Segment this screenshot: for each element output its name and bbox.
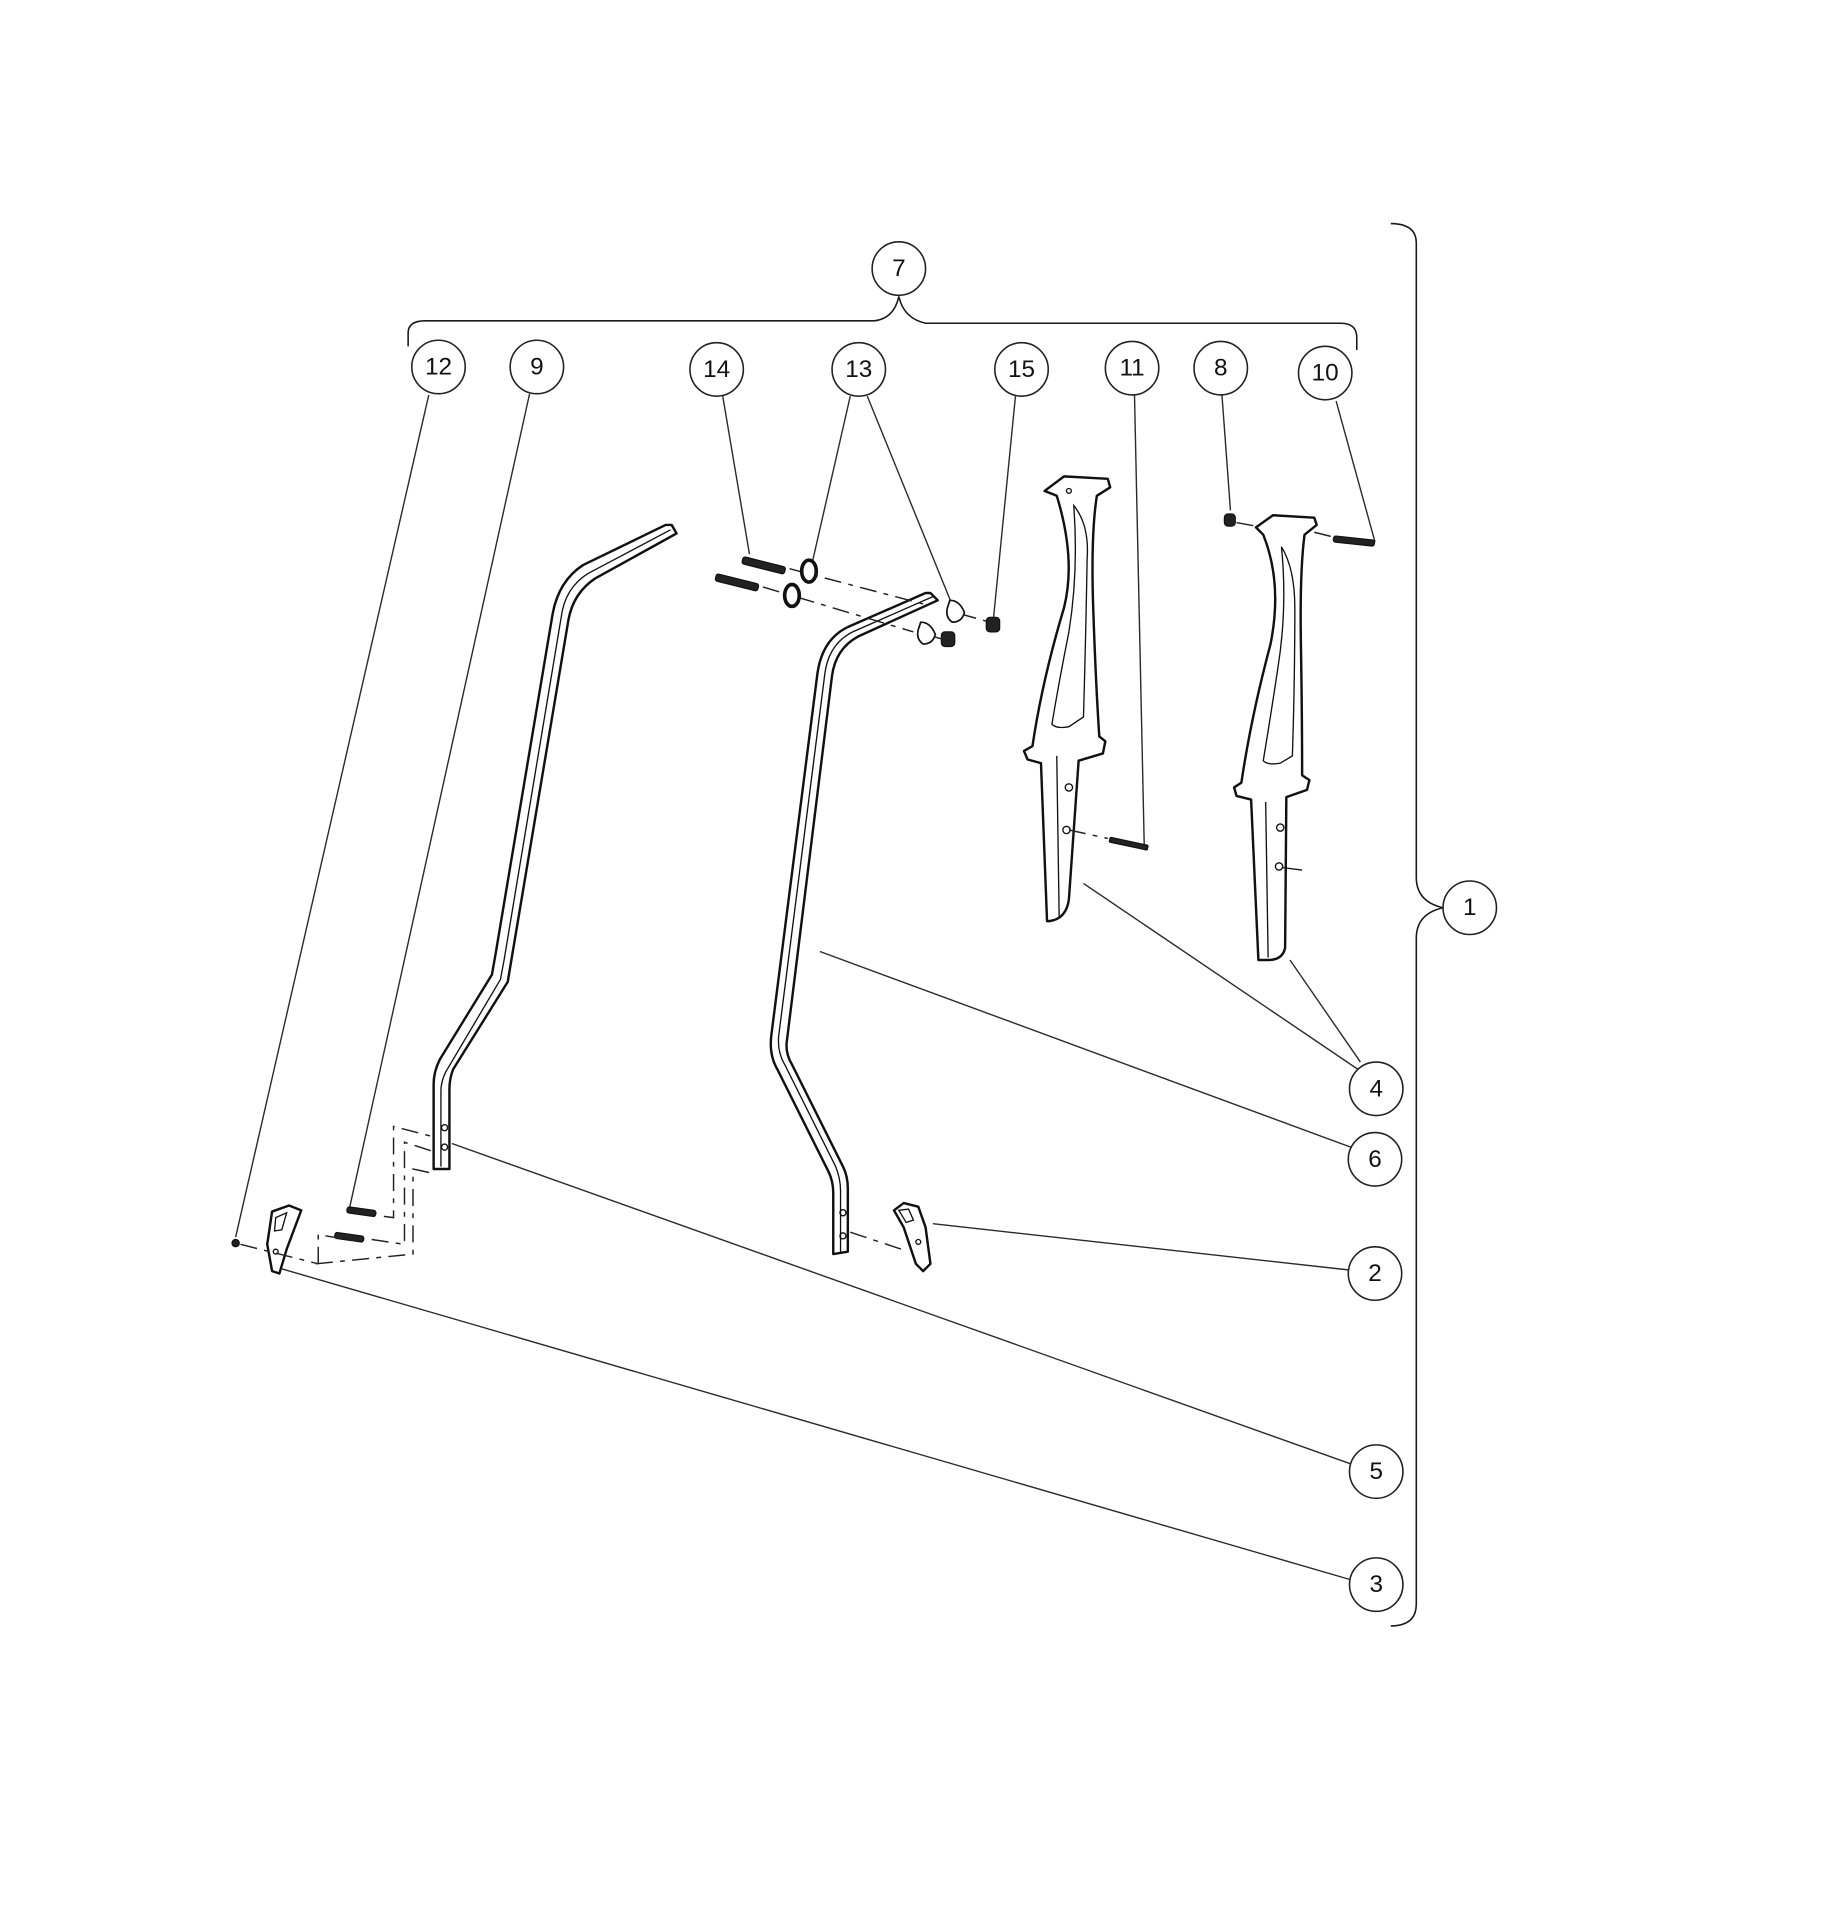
callout-14: 14: [689, 341, 745, 397]
callout-5: 5: [1348, 1444, 1404, 1500]
callout-4: 4: [1348, 1061, 1404, 1117]
assembly-bracket-1: [1390, 222, 1444, 1627]
hardware-screw-11: [1068, 829, 1149, 851]
callout-3: 3: [1348, 1557, 1404, 1613]
svg-text:4: 4: [1369, 1075, 1383, 1102]
kit-bracket-7: [407, 296, 1358, 350]
part-2-right-bracket: [850, 1201, 932, 1273]
svg-text:8: 8: [1214, 355, 1228, 382]
svg-text:11: 11: [1119, 355, 1144, 382]
svg-text:7: 7: [892, 255, 906, 282]
svg-text:5: 5: [1369, 1458, 1383, 1485]
svg-text:6: 6: [1368, 1146, 1382, 1173]
callout-9: 9: [509, 339, 565, 395]
callout-11: 11: [1104, 340, 1160, 396]
callout-10: 10: [1297, 345, 1353, 401]
part-4-strut-left: [1022, 475, 1112, 923]
callout-12: 12: [410, 339, 467, 395]
svg-text:9: 9: [530, 353, 544, 380]
callout-15: 15: [994, 341, 1050, 397]
callout-2: 2: [1347, 1245, 1403, 1302]
svg-text:12: 12: [425, 353, 452, 380]
callout-13: 13: [831, 341, 887, 397]
part-4-strut-right: [1232, 514, 1318, 962]
svg-text:15: 15: [1008, 356, 1035, 383]
hardware-top: [714, 556, 1001, 648]
part-5-left-bar: [432, 523, 678, 1171]
part-3-left-bracket: [231, 1125, 432, 1275]
callout-7: 7: [871, 241, 927, 297]
part-6-right-bar: [769, 591, 939, 1256]
svg-text:3: 3: [1369, 1571, 1383, 1598]
callout-8: 8: [1193, 340, 1249, 396]
callout-1: 1: [1442, 880, 1498, 936]
svg-text:1: 1: [1463, 894, 1477, 921]
svg-text:14: 14: [703, 356, 730, 383]
svg-text:13: 13: [845, 356, 872, 383]
svg-text:10: 10: [1312, 360, 1339, 387]
leader-lines: [234, 393, 1376, 1581]
svg-text:2: 2: [1368, 1260, 1382, 1287]
hardware-right-strut: [1223, 513, 1376, 547]
callout-6: 6: [1347, 1131, 1403, 1187]
